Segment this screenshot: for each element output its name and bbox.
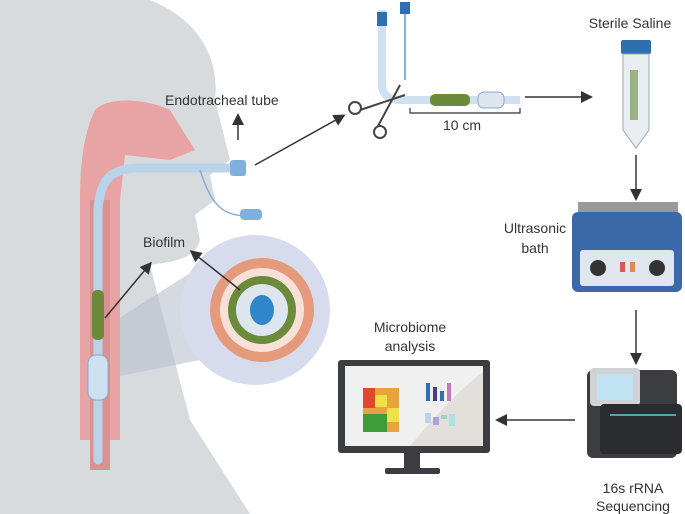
label-sequencing-1: 16s rRNA [603, 480, 664, 496]
label-length: 10 cm [443, 117, 481, 133]
label-biofilm: Biofilm [143, 234, 185, 250]
heatmap-thumbnail [363, 388, 399, 432]
cut-tube [377, 2, 520, 109]
tube-cuff [87, 354, 109, 401]
sequencer-icon [587, 368, 682, 458]
label-ultrasonic-1: Ultrasonic [504, 220, 566, 236]
label-sterile-saline: Sterile Saline [589, 15, 672, 31]
boxplot-thumbnail [425, 413, 455, 426]
pilot-balloon [240, 209, 262, 220]
head-silhouette [0, 0, 250, 514]
ultrasonic-bath-icon [572, 202, 682, 292]
scissors-icon [348, 84, 406, 139]
arrow-to-scissors [254, 114, 346, 166]
biofilm-on-tube [92, 290, 104, 340]
arrow-to-biofilm-1 [104, 261, 152, 319]
falcon-tube-icon [621, 40, 651, 149]
label-ultrasonic-2: bath [521, 240, 548, 256]
tube-cross-section [210, 258, 314, 362]
bar-chart-thumbnail [426, 383, 451, 401]
monitor-icon [338, 360, 490, 474]
length-bracket [409, 108, 521, 114]
tube-connector [230, 160, 246, 176]
zoom-cone [100, 270, 200, 380]
label-microbiome-1: Microbiome [374, 319, 447, 335]
label-endotracheal-tube: Endotracheal tube [165, 92, 279, 108]
label-microbiome-2: analysis [385, 338, 436, 354]
label-sequencing-2: Sequencing [596, 498, 670, 514]
arrow-to-biofilm-2 [189, 250, 241, 291]
endotracheal-tube [93, 163, 245, 465]
